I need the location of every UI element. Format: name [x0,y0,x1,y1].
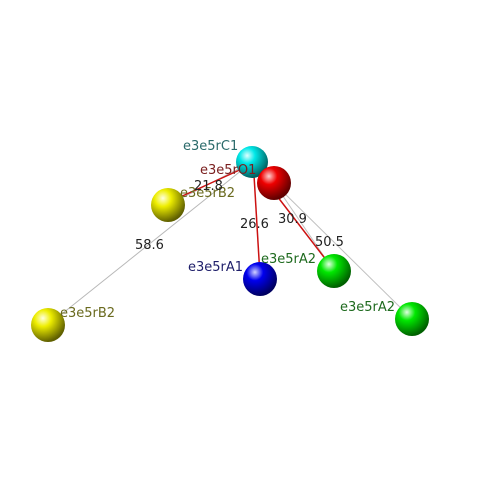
distance-line-d2 [47,161,253,326]
atom-label-c1: e3e5rC1 [183,139,238,154]
atom-label-b2-near: e3e5rB2 [180,186,235,201]
atom-label-a2-near: e3e5rA2 [261,252,316,267]
atom-sphere-a1[interactable] [243,262,277,296]
bond-o1-a2 [276,195,331,266]
atom-sphere-a2-far[interactable] [395,302,429,336]
atom-sphere-a2-near[interactable] [317,254,351,288]
distance-label-d2: 58.6 [135,238,164,253]
atom-sphere-b2-near[interactable] [151,188,185,222]
distance-label-d1: 21.8 [194,179,223,194]
distance-label-d5: 50.5 [315,235,344,250]
distance-label-d3: 26.6 [240,217,269,232]
atom-label-a2-far: e3e5rA2 [340,300,395,315]
atom-sphere-b2-far[interactable] [31,308,65,342]
atom-label-o1: e3e5rO1 [200,163,256,178]
distance-line-d5a [273,182,413,320]
atom-sphere-c1[interactable] [236,146,268,178]
atom-label-a1: e3e5rA1 [188,260,243,275]
bond-c1-a1 [253,174,261,277]
bond-c1-b2 [177,167,245,199]
distance-label-d4: 30.9 [278,212,307,227]
atom-label-b2-far: e3e5rB2 [60,306,115,321]
atom-sphere-o1[interactable] [257,166,291,200]
